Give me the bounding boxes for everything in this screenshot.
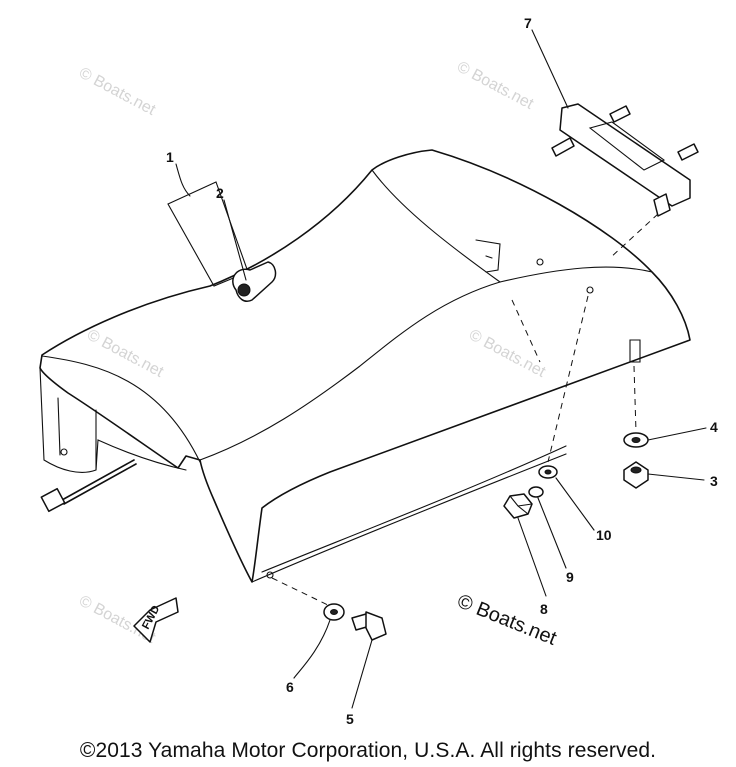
leader-3 bbox=[647, 473, 705, 481]
seat-rear-stud bbox=[629, 339, 641, 363]
watermark-top-right: © Boats.net bbox=[454, 59, 536, 114]
leader-1 bbox=[175, 163, 191, 197]
part-number-1: 1 bbox=[166, 149, 174, 165]
leader-8 bbox=[517, 517, 547, 597]
part-number-10: 10 bbox=[596, 527, 612, 543]
seat-hole-1 bbox=[536, 258, 544, 266]
part-8-nut bbox=[503, 493, 533, 519]
leader-6 bbox=[293, 619, 331, 679]
part-3-nut bbox=[623, 461, 649, 489]
bracket-stud-3 bbox=[677, 143, 699, 161]
bracket-stud-2 bbox=[609, 105, 631, 123]
seat-front-hole bbox=[60, 448, 68, 456]
cover-sheet bbox=[167, 181, 249, 287]
leader-lines bbox=[175, 29, 707, 709]
watermark-top-left: © Boats.net bbox=[76, 65, 158, 120]
wire-2 bbox=[63, 463, 137, 505]
part-numbers: 1 2 3 4 5 6 7 8 9 10 bbox=[166, 15, 718, 727]
part-5-bolt bbox=[351, 611, 387, 641]
part-1-cover bbox=[167, 181, 249, 287]
leader-5 bbox=[351, 639, 373, 709]
lockwasher-9 bbox=[528, 486, 544, 498]
nut-3 bbox=[623, 461, 649, 489]
part-number-8: 8 bbox=[540, 601, 548, 617]
seat-rear-crease bbox=[499, 266, 653, 283]
part-number-5: 5 bbox=[346, 711, 354, 727]
bracket-stud-1 bbox=[551, 137, 575, 157]
seat-top-bracket bbox=[475, 239, 501, 273]
dash-bracket bbox=[609, 213, 659, 259]
seat-front-underside bbox=[39, 367, 187, 473]
part-number-3: 3 bbox=[710, 473, 718, 489]
watermark-main: © Boats.net bbox=[454, 590, 560, 650]
hinge-roll bbox=[237, 283, 251, 297]
copyright-notice: ©2013 Yamaha Motor Corporation, U.S.A. A… bbox=[79, 739, 657, 762]
part-2-hinge bbox=[232, 261, 277, 302]
wire bbox=[61, 459, 135, 501]
bolt-5-head bbox=[365, 611, 387, 641]
part-4-washer bbox=[623, 432, 649, 448]
bracket-stud-4 bbox=[653, 193, 671, 217]
washer-6-hole bbox=[330, 609, 338, 615]
seat-ridge-left bbox=[41, 355, 201, 463]
seat-pan-edge-2 bbox=[261, 445, 567, 573]
dash-mid bbox=[511, 299, 541, 363]
assembly-lines bbox=[271, 213, 659, 607]
watermark-mid-left: © Boats.net bbox=[84, 327, 166, 382]
dash-front-bolt bbox=[271, 577, 331, 607]
leader-2 bbox=[223, 199, 247, 281]
part-number-9: 9 bbox=[566, 569, 574, 585]
hinge-body bbox=[232, 261, 277, 302]
seat-top-crease bbox=[199, 281, 501, 461]
part-number-7: 7 bbox=[524, 15, 532, 31]
dash-rear-stud bbox=[633, 365, 637, 433]
seat-mid-crease bbox=[371, 169, 501, 283]
leader-4 bbox=[647, 427, 707, 441]
part-6-washer bbox=[323, 603, 345, 621]
seat-hole-3 bbox=[266, 571, 274, 579]
nut-8-face bbox=[509, 495, 533, 515]
nut-3-hole bbox=[630, 466, 642, 474]
leader-9 bbox=[537, 497, 567, 569]
washer-4-hole bbox=[631, 437, 641, 443]
bracket-slot bbox=[588, 121, 666, 171]
seat-front-inner bbox=[57, 397, 97, 471]
watermarks-faint: © Boats.net © Boats.net © Boats.net © Bo… bbox=[76, 59, 548, 648]
part-7-bracket bbox=[551, 103, 699, 217]
part-10-washer bbox=[538, 465, 558, 479]
connector bbox=[40, 487, 66, 513]
part-number-6: 6 bbox=[286, 679, 294, 695]
washer-10-hole bbox=[544, 469, 552, 475]
leader-10 bbox=[555, 477, 595, 531]
wire-harness bbox=[40, 459, 137, 513]
fwd-arrow-shape bbox=[133, 597, 179, 643]
seat-pan-edge bbox=[251, 453, 567, 583]
part-9-lockwasher bbox=[528, 486, 544, 498]
seat-hole-2 bbox=[586, 286, 594, 294]
seat-outline bbox=[39, 149, 691, 583]
seat-assembly bbox=[39, 149, 691, 583]
part-number-4: 4 bbox=[710, 419, 718, 435]
part-number-2: 2 bbox=[216, 185, 224, 201]
leader-7 bbox=[531, 29, 569, 109]
